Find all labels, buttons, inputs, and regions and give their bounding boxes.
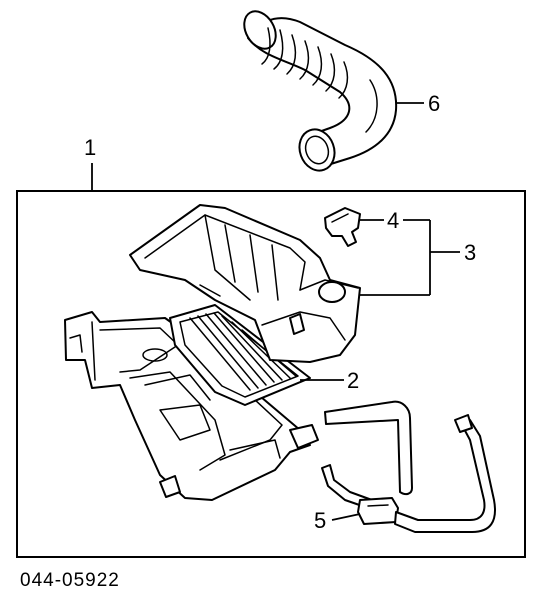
callout-1-label: 1 (84, 135, 96, 160)
callout-6-label: 6 (428, 91, 440, 116)
callout-6: 6 (396, 91, 440, 116)
part-code: 044-05922 (20, 570, 120, 591)
callout-3-label: 3 (464, 240, 476, 265)
air-cleaner-cover-part-3 (129, 204, 361, 363)
vacuum-hose-part-5 (321, 400, 496, 533)
intake-hose-part-6 (243, 10, 398, 172)
callout-5: 5 (314, 508, 361, 533)
air-cleaner-lower-case (64, 311, 319, 501)
callout-2: 2 (300, 368, 359, 393)
callout-2-label: 2 (347, 368, 359, 393)
callout-5-label: 5 (314, 508, 326, 533)
callout-3: 3 (360, 220, 476, 296)
callout-4: 4 (360, 208, 430, 233)
clip-part-4 (324, 207, 361, 247)
callout-4-label: 4 (387, 208, 399, 233)
callout-1: 1 (84, 135, 96, 191)
filter-element-part-2 (169, 304, 311, 406)
assembly-frame (16, 190, 526, 558)
